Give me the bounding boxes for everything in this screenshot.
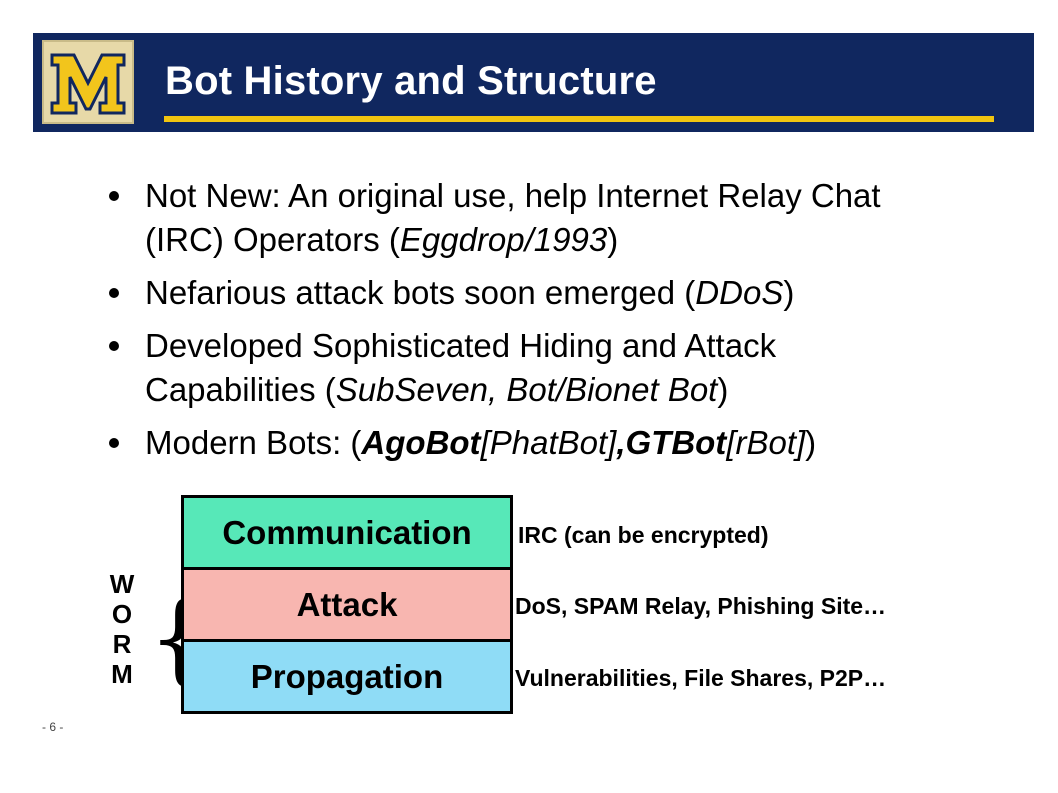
bullet-text-segment: Eggdrop/1993 xyxy=(399,221,608,258)
bullet-dot-icon xyxy=(109,438,119,448)
bullet-text-segment: Developed Sophisticated Hiding and Attac… xyxy=(145,327,777,408)
layer-propagation: Propagation xyxy=(184,642,510,711)
bullet-text-segment: Not New: An original use, help Internet … xyxy=(145,177,881,258)
bullet-text-segment: ) xyxy=(607,221,619,258)
bullet-text-segment: ) xyxy=(805,424,817,461)
bullet-text-segment: ,GTBot xyxy=(616,424,727,461)
bullet-text-segment: AgoBot xyxy=(361,424,481,461)
bullet-item: Not New: An original use, help Internet … xyxy=(103,174,943,262)
bullet-text-segment: SubSeven, Bot/Bionet Bot xyxy=(335,371,718,408)
layer-attack: Attack xyxy=(184,570,510,642)
bullet-list: Not New: An original use, help Internet … xyxy=(103,174,943,474)
bullet-text-segment: Nefarious attack bots soon emerged ( xyxy=(145,274,696,311)
block-m-icon xyxy=(50,53,126,115)
bullet-dot-icon xyxy=(109,341,119,351)
page-number: - 6 - xyxy=(42,720,64,734)
bullet-item: Nefarious attack bots soon emerged (DDoS… xyxy=(103,271,943,315)
worm-letter: M xyxy=(111,659,133,689)
slide-header: Bot History and Structure xyxy=(33,33,1034,132)
title-underline xyxy=(164,116,994,122)
bullet-text-segment: ) xyxy=(783,274,795,311)
worm-letter: W xyxy=(109,569,135,599)
layer-communication: Communication xyxy=(184,498,510,570)
bullet-dot-icon xyxy=(109,191,119,201)
bullet-item: Developed Sophisticated Hiding and Attac… xyxy=(103,324,943,412)
bullet-text-segment: DDoS xyxy=(695,274,784,311)
slide-title: Bot History and Structure xyxy=(165,59,657,103)
worm-letter: R xyxy=(112,629,132,659)
worm-letter: O xyxy=(111,599,133,629)
layer-description: DoS, SPAM Relay, Phishing Site… xyxy=(515,593,887,619)
bullet-text-segment: [rBot] xyxy=(726,424,806,461)
university-logo xyxy=(42,40,134,124)
layer-description: IRC (can be encrypted) xyxy=(518,522,769,548)
layer-description: Vulnerabilities, File Shares, P2P… xyxy=(515,665,887,691)
bullet-item: Modern Bots: (AgoBot[PhatBot],GTBot[rBot… xyxy=(103,421,943,465)
bullet-text-segment: ) xyxy=(717,371,729,408)
bullet-dot-icon xyxy=(109,288,119,298)
bullet-text-segment: [PhatBot] xyxy=(480,424,617,461)
bullet-text-segment: Modern Bots: ( xyxy=(145,424,362,461)
